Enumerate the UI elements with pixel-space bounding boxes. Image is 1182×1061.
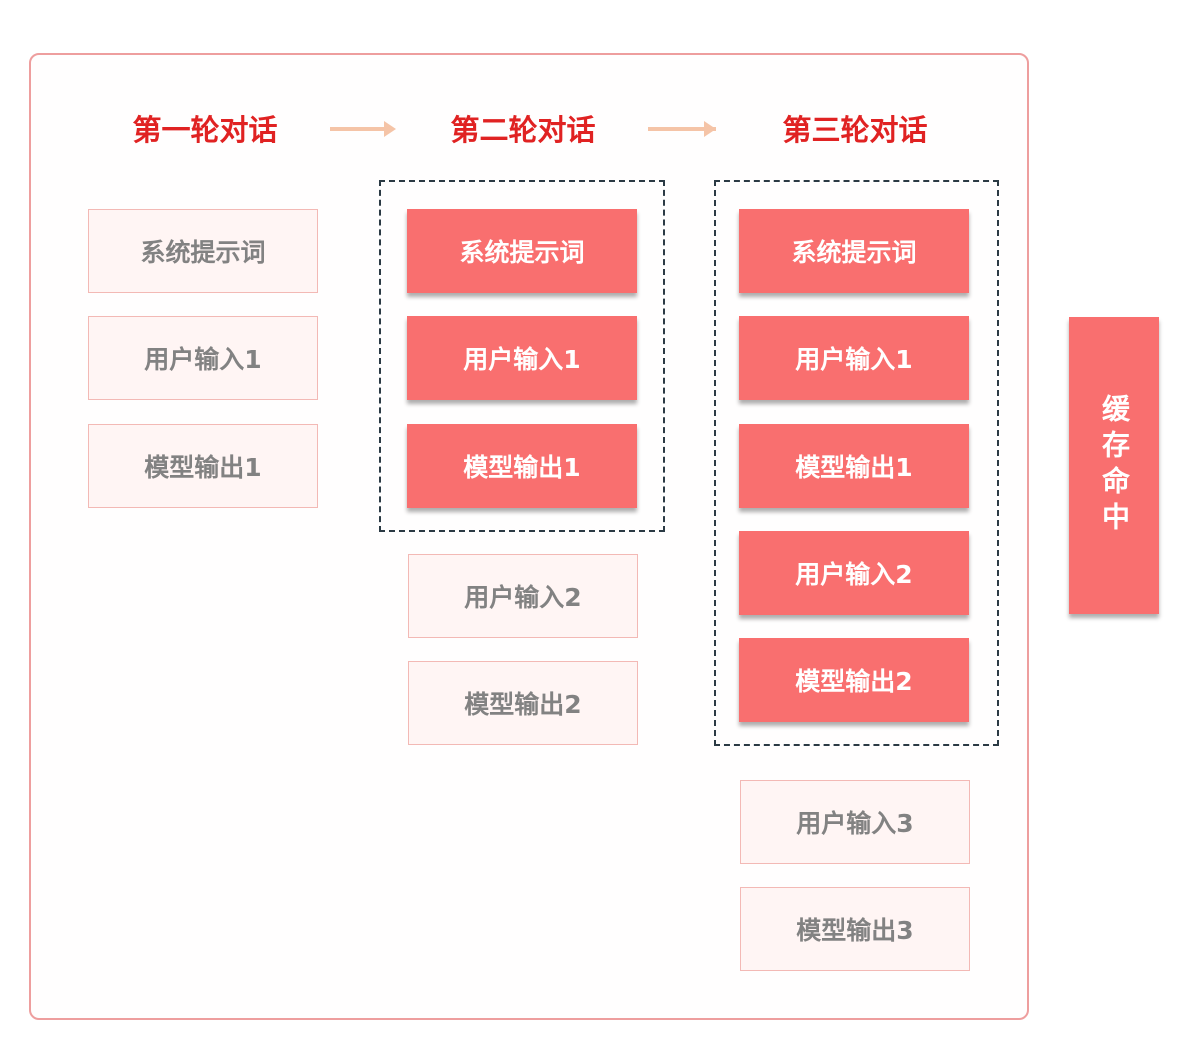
round-2-title: 第二轮对话 — [450, 113, 596, 147]
round-2-cached-system-prompt: 系统提示词 — [407, 209, 637, 293]
round-2-cached-model-output-1: 模型输出1 — [407, 424, 637, 508]
round-2-cached-user-input-1: 用户输入1 — [407, 316, 637, 400]
cache-hit-label: 缓存命中 — [1098, 393, 1131, 538]
round-3-cached-user-input-1: 用户输入1 — [739, 316, 969, 400]
round-2-cache-region — [379, 180, 665, 532]
cache-hit-legend: 缓存命中 — [1069, 317, 1159, 614]
round-3-model-output-3: 模型输出3 — [740, 887, 970, 971]
round-3-cached-model-output-2: 模型输出2 — [739, 638, 969, 722]
round-1-system-prompt: 系统提示词 — [88, 209, 318, 293]
arrow-right-icon — [648, 121, 716, 137]
round-2-user-input-2: 用户输入2 — [408, 554, 638, 638]
round-3-cached-user-input-2: 用户输入2 — [739, 531, 969, 615]
round-3-cached-system-prompt: 系统提示词 — [739, 209, 969, 293]
round-3-cache-region — [714, 180, 999, 746]
round-2-model-output-2: 模型输出2 — [408, 661, 638, 745]
round-3-cached-model-output-1: 模型输出1 — [739, 424, 969, 508]
round-1-title: 第一轮对话 — [132, 113, 278, 147]
round-3-title: 第三轮对话 — [782, 113, 928, 147]
round-3-user-input-3: 用户输入3 — [740, 780, 970, 864]
round-1-user-input-1: 用户输入1 — [88, 316, 318, 400]
arrow-right-icon — [330, 121, 396, 137]
round-1-model-output-1: 模型输出1 — [88, 424, 318, 508]
